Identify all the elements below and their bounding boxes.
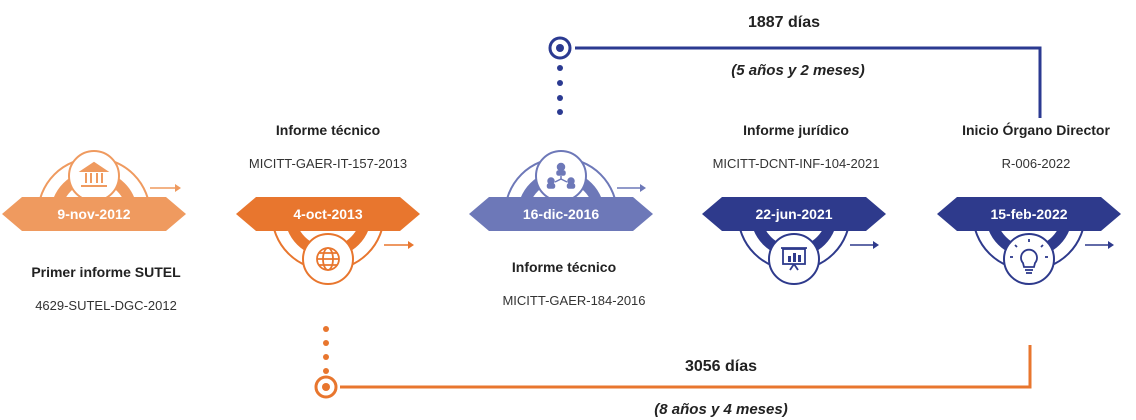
milestone-2-code: MICITT-GAER-IT-157-2013 xyxy=(248,156,408,171)
milestone-5-graphic xyxy=(937,197,1121,285)
top-span-days: 1887 días xyxy=(747,14,821,31)
network-icon xyxy=(546,162,576,189)
milestone-3-title: Informe técnico xyxy=(511,259,617,275)
date-hexagon-3 xyxy=(469,197,653,231)
date-hexagon-2 xyxy=(236,197,420,231)
milestone-2-title: Informe técnico xyxy=(275,122,381,138)
milestone-4-title: Informe jurídico xyxy=(743,122,849,138)
milestone-1-title: Primer informe SUTEL xyxy=(31,264,181,280)
top-span-bracket xyxy=(548,36,1042,118)
globe-icon xyxy=(316,247,340,271)
date-hexagon-5 xyxy=(937,197,1121,231)
milestone-3-graphic xyxy=(469,150,653,231)
top-span-detail: (5 años y 2 meses) xyxy=(731,62,865,79)
milestone-2-graphic xyxy=(236,197,420,285)
lightbulb-icon xyxy=(1010,239,1048,274)
bottom-span-days: 3056 días xyxy=(684,358,758,375)
bottom-span-bracket xyxy=(314,326,1032,399)
milestone-5-code: R-006-2022 xyxy=(1001,156,1071,171)
milestone-1-code: 4629-SUTEL-DGC-2012 xyxy=(35,298,177,313)
presentation-icon xyxy=(781,247,807,271)
milestone-4-graphic xyxy=(702,197,886,285)
milestone-5-title: Inicio Órgano Director xyxy=(962,122,1110,138)
date-hexagon-1 xyxy=(2,197,186,231)
milestone-2-date: 4-oct-2013 xyxy=(293,206,363,222)
bank-icon xyxy=(78,161,110,187)
milestone-3-date: 16-dic-2016 xyxy=(522,206,600,222)
date-hexagon-4 xyxy=(702,197,886,231)
milestone-4-code: MICITT-DCNT-INF-104-2021 xyxy=(712,156,880,171)
milestone-4-date: 22-jun-2021 xyxy=(755,206,833,222)
milestone-1-graphic xyxy=(2,150,186,231)
milestone-1-date: 9-nov-2012 xyxy=(57,206,131,222)
milestone-5-date: 15-feb-2022 xyxy=(990,206,1068,222)
bottom-span-detail: (8 años y 4 meses) xyxy=(654,401,788,418)
milestone-3-code: MICITT-GAER-184-2016 xyxy=(502,293,646,308)
